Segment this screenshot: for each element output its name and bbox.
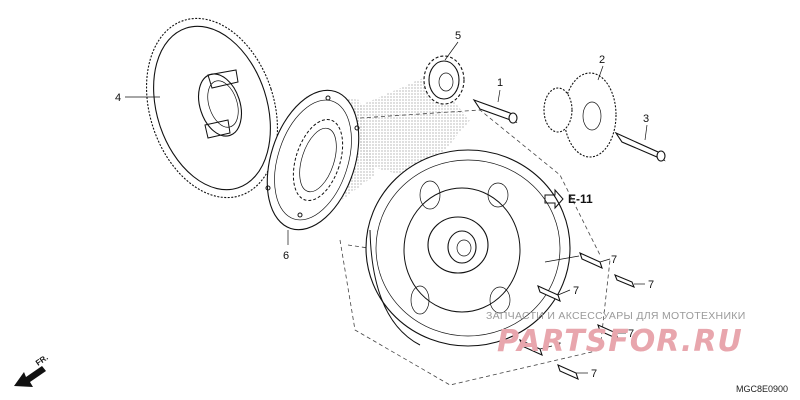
watermark-brand: PARTSFOR.RU [497, 324, 743, 359]
diagram-code: MGC8E0900 [736, 384, 788, 394]
watermark-subtitle: ЗАПЧАСТИ И АКСЕССУАРЫ ДЛЯ МОТОТЕХНИКИ [486, 310, 746, 322]
callout-part-7-b: 7 [648, 279, 654, 291]
front-direction-arrow: FR. [14, 353, 50, 387]
idle-gear-shaft [472, 98, 518, 124]
leader-lines [125, 41, 648, 374]
callout-part-7-f: 7 [591, 368, 597, 380]
callout-part-7-a: 7 [611, 254, 617, 266]
callout-part-2: 2 [599, 54, 605, 66]
flywheel-bolts [519, 251, 635, 381]
starter-idle-gear [423, 55, 465, 105]
assembly-outline [339, 109, 611, 386]
reference-e11: E-11 [544, 188, 593, 210]
watermark: ЗАПЧАСТИ И АКСЕССУАРЫ ДЛЯ МОТОТЕХНИКИ PA… [486, 310, 746, 359]
reduction-gear-shaft [614, 131, 666, 162]
callout-part-1: 1 [497, 77, 503, 89]
callout-part-4: 4 [115, 92, 121, 104]
front-direction-label: FR. [34, 353, 50, 368]
callout-part-5: 5 [455, 30, 461, 42]
callout-part-7-e: 7 [555, 341, 561, 353]
callout-part-7-c: 7 [573, 285, 579, 297]
flywheel-rotor [365, 149, 571, 347]
callout-labels: 4 6 5 1 2 3 7 7 7 7 7 7 [115, 30, 654, 380]
one-way-clutch [265, 89, 360, 231]
callout-part-3: 3 [643, 113, 649, 125]
starter-driven-gear [145, 17, 279, 199]
reference-label: E-11 [568, 192, 593, 206]
callout-part-7-d: 7 [628, 328, 634, 340]
reduction-gear [543, 72, 617, 158]
callout-part-6: 6 [283, 250, 289, 262]
